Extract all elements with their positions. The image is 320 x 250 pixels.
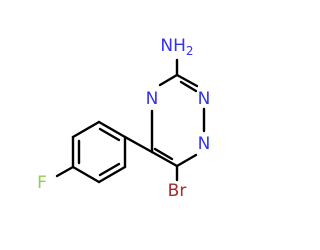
f-label: F — [37, 173, 47, 193]
nh2-subscript: 2 — [186, 44, 194, 58]
molecule-structure: NH2 N N N Br F — [37, 36, 210, 201]
bond-ph5-ph6 — [97, 165, 127, 184]
bond-ph4-ph5 — [71, 165, 101, 184]
bond-ph1-ph2 — [97, 120, 127, 139]
atom-labels: NH2 N N N Br F — [37, 36, 210, 201]
bond-n4-c3 — [158, 73, 179, 87]
bond-ph1-ph2-inner — [98, 127, 121, 142]
bond-n1-c6 — [175, 153, 198, 168]
nh2-label: NH2 — [160, 36, 193, 58]
bond-c5-aryl — [123, 135, 154, 154]
bonds — [55, 58, 206, 184]
bond-ph2-ph3 — [71, 120, 101, 139]
bond-ph5-ph6-inner — [98, 162, 121, 177]
nh2-main: NH — [160, 36, 186, 56]
n1-label: N — [198, 134, 211, 154]
bond-c3-n2 — [175, 73, 199, 88]
bond-c6-c5 — [150, 150, 179, 168]
bond-ph4-f — [55, 165, 75, 178]
bond-c3-n2-inner — [179, 80, 198, 93]
n2-label: N — [198, 89, 211, 109]
br-label: Br — [168, 181, 187, 201]
bond-c6-c5-inner — [153, 147, 174, 161]
n4-label: N — [146, 89, 159, 109]
